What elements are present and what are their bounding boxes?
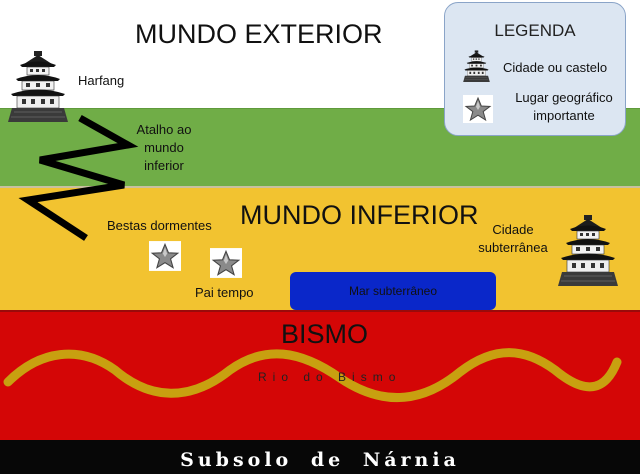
river-label: Rio do Bismo <box>258 370 402 384</box>
outer-world-title: MUNDO EXTERIOR <box>135 19 383 49</box>
underground-sea: Mar subterrâneo <box>290 272 496 310</box>
bismo-band <box>0 310 640 442</box>
legend-title: LEGENDA <box>494 21 576 40</box>
footer-title: Subsolo de Nárnia <box>180 449 460 471</box>
legend-castle-label: Cidade ou castelo <box>503 60 608 75</box>
legend-star-label: Lugar geográfico importante <box>515 90 613 123</box>
underground-sea-label: Mar subterrâneo <box>348 284 438 298</box>
legend-box: LEGENDA Cidade ou castelo Lugar geográfi… <box>444 2 626 136</box>
underworld-title: MUNDO INFERIOR <box>240 200 479 230</box>
shortcut-label: Atalho ao mundo inferior <box>136 122 192 173</box>
father-time-label: Pai tempo <box>195 285 254 300</box>
bismo-title: BISMO <box>281 319 369 349</box>
harfang-label: Harfang <box>78 73 125 88</box>
sleeping-beasts-label: Bestas dormentes <box>107 218 212 233</box>
footer-band <box>0 440 640 474</box>
underground-city-label: Cidade subterrânea <box>478 222 548 255</box>
